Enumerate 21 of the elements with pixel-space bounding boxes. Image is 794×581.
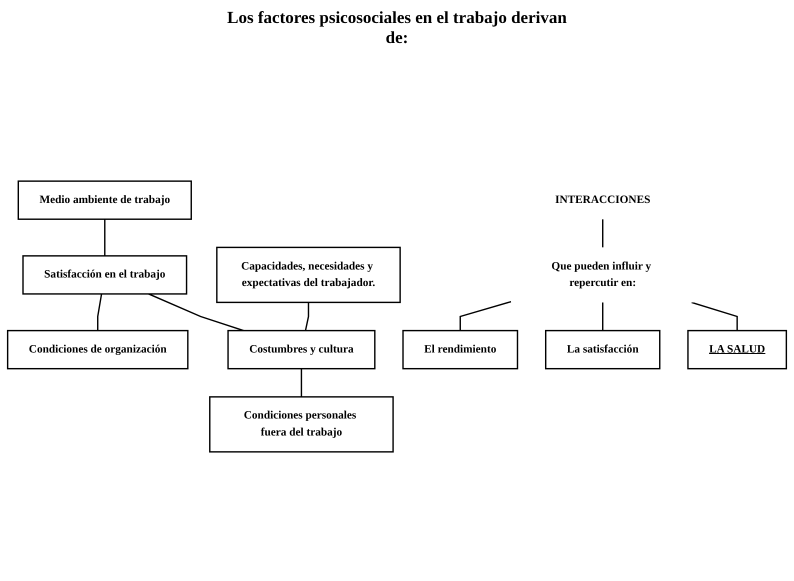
node-box: La satisfacción <box>544 330 660 370</box>
node-box: El rendimiento <box>402 330 518 370</box>
node-text: Que pueden influir y repercutir en: <box>551 260 652 290</box>
connector <box>148 293 244 332</box>
connector <box>104 219 106 256</box>
connector <box>691 302 738 331</box>
node-box: Medio ambiente de trabajo <box>18 180 192 220</box>
connector <box>300 368 302 397</box>
node-box: Capacidades, necesidades y expectativas del trabajador. <box>216 246 401 304</box>
connector <box>460 300 512 331</box>
connector <box>304 302 310 331</box>
node-box: Satisfacción en el trabajo <box>22 255 188 295</box>
diagram-title: Los factores psicosociales en el trabajo derivan de: <box>227 8 567 48</box>
node-box: Condiciones de organización <box>6 330 189 370</box>
node-box: LA SALUD <box>687 330 788 370</box>
node-box: Condiciones personales fuera del trabajo <box>209 396 394 453</box>
node-box: Costumbres y cultura <box>227 330 376 370</box>
connector <box>602 302 604 331</box>
connector <box>602 219 604 248</box>
connector <box>97 294 102 331</box>
node-text: INTERACCIONES <box>555 194 650 206</box>
